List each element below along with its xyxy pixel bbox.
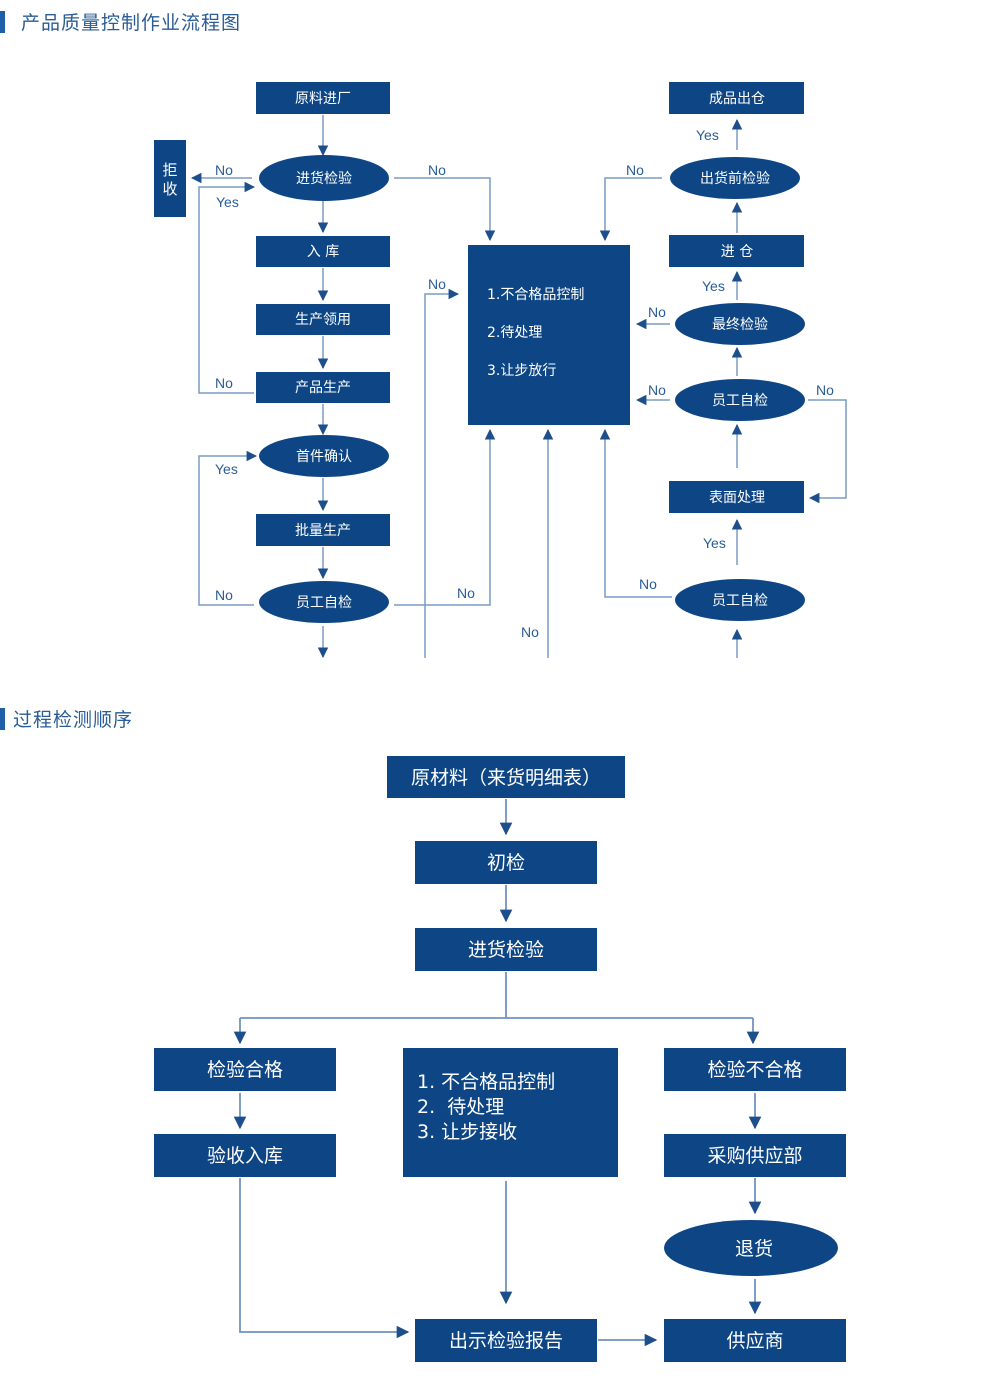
node2-raw-material: 原材料（来货明细表） (387, 756, 625, 798)
arrow-bottom-to-nc-left (424, 288, 460, 658)
node2-nc-line-3: 3. 让步接收 (417, 1121, 517, 1143)
node2-show-report-label: 出示检验报告 (449, 1330, 563, 1352)
node-self-check-left: 员工自检 (259, 581, 389, 623)
node-production-pick-label: 生产领用 (295, 312, 351, 328)
node-into-warehouse: 进 仓 (669, 235, 804, 267)
section-title-process-inspection: 过程检测顺序 (0, 705, 133, 732)
label-no-selfcheck-rt-left: No (648, 382, 666, 398)
label-no-incoming-right: No (428, 162, 446, 178)
diagram-quality-control: 原料进厂 进货检验 拒 收 入 库 生产领用 产品生产 首件确认 (154, 82, 847, 659)
label-no-selfcheck-left: No (215, 587, 233, 603)
node-surface-treatment: 表面处理 (669, 481, 804, 513)
node-product-production: 产品生产 (256, 372, 390, 403)
label-no-bottom-center: No (521, 624, 539, 640)
node-into-warehouse-label: 进 仓 (721, 244, 753, 260)
node2-nc-line-1: 1. 不合格品控制 (417, 1071, 555, 1093)
node-batch-production-label: 批量生产 (295, 523, 351, 539)
node2-initial-check-label: 初检 (487, 852, 525, 874)
node2-return-goods: 退货 (664, 1220, 838, 1276)
node2-supplier-label: 供应商 (726, 1330, 783, 1352)
label-no-into-nc-left: No (428, 276, 446, 292)
node2-purchasing-label: 采购供应部 (707, 1145, 802, 1167)
node-reject: 拒 收 (154, 140, 186, 217)
label-yes-preship: Yes (696, 127, 719, 143)
label-no-final: No (648, 304, 666, 320)
label-no-product: No (215, 375, 233, 391)
diagram-process-inspection: 原材料（来货明细表） 初检 进货检验 检验合格 验收入库 1. 不合格品控制 2… (154, 756, 846, 1362)
node-final-inspect: 最终检验 (675, 303, 805, 345)
node-self-check-right-top-label: 员工自检 (712, 393, 768, 409)
node-first-confirm: 首件确认 (259, 435, 389, 477)
node2-fail: 检验不合格 (664, 1048, 846, 1091)
node2-supplier: 供应商 (664, 1319, 846, 1362)
node2-pass: 检验合格 (154, 1048, 336, 1091)
title-accent-bar (0, 10, 5, 33)
arrow-rb-selfcheck-to-nc (599, 428, 672, 598)
arrow-preship-to-nc (599, 177, 662, 242)
node-pre-ship-inspect: 出货前检验 (670, 157, 800, 199)
node2-accept-store: 验收入库 (154, 1134, 336, 1177)
node-reject-label-1: 拒 (162, 161, 177, 179)
node-raw-in: 原料进厂 (256, 82, 390, 114)
loop-rt-selfcheck-to-surface (808, 399, 847, 504)
node2-accept-store-label: 验收入库 (207, 1145, 283, 1167)
loop-production-to-inspect (198, 181, 256, 394)
node-warehouse-in-label: 入 库 (307, 244, 339, 260)
label-yes-final: Yes (702, 278, 725, 294)
nc-line-2: 2.待处理 (487, 325, 542, 341)
node-first-confirm-label: 首件确认 (296, 449, 352, 465)
node-production-pick: 生产领用 (256, 304, 390, 335)
arrow-inspect-to-nc (394, 177, 496, 242)
node-incoming-inspect-label: 进货检验 (296, 170, 352, 187)
label-no-selfcheck-rb: No (639, 576, 657, 592)
arrow-selfcheck-to-nc (394, 428, 496, 606)
node-nonconforming-control: 1.不合格品控制 2.待处理 3.让步放行 (468, 245, 630, 425)
label-no-preship: No (626, 162, 644, 178)
node-self-check-left-label: 员工自检 (296, 595, 352, 611)
node-product-production-label: 产品生产 (295, 380, 351, 396)
node-batch-production: 批量生产 (256, 514, 390, 546)
nc-line-1: 1.不合格品控制 (487, 287, 584, 303)
node-self-check-right-bottom: 员工自检 (675, 579, 805, 621)
node2-fail-label: 检验不合格 (707, 1059, 802, 1081)
label-no-selfcheck-rt-right: No (816, 382, 834, 398)
node-reject-label-2: 收 (162, 180, 177, 198)
label-yes-surface: Yes (703, 535, 726, 551)
node2-nonconforming: 1. 不合格品控制 2. 待处理 3. 让步接收 (403, 1048, 618, 1177)
node-raw-in-label: 原料进厂 (295, 91, 351, 107)
connectors (190, 115, 847, 659)
section-title-text: 产品质量控制作业流程图 (21, 12, 242, 34)
node2-initial-check: 初检 (415, 841, 597, 884)
node-warehouse-in: 入 库 (256, 236, 390, 267)
node2-purchasing: 采购供应部 (664, 1134, 846, 1177)
nc-line-3: 3.让步放行 (487, 363, 556, 379)
node-finished-out: 成品出仓 (669, 82, 804, 114)
section-title-quality-control: 产品质量控制作业流程图 (0, 8, 241, 35)
node-self-check-right-bottom-label: 员工自检 (712, 593, 768, 609)
node-finished-out-label: 成品出仓 (709, 91, 765, 107)
label-yes-reject: Yes (216, 194, 239, 210)
node2-incoming-inspect: 进货检验 (415, 928, 597, 971)
node2-nc-line-2: 2. 待处理 (417, 1096, 504, 1118)
loop-selfcheck-to-first (198, 450, 258, 606)
label-no-selfcheck-to-nc: No (457, 585, 475, 601)
node-self-check-right-top: 员工自检 (675, 379, 805, 421)
arrow-accept-to-report (239, 1178, 410, 1339)
node2-pass-label: 检验合格 (207, 1059, 283, 1081)
section-title-text: 过程检测顺序 (13, 709, 134, 731)
node2-return-goods-label: 退货 (735, 1238, 773, 1260)
node-pre-ship-inspect-label: 出货前检验 (700, 170, 770, 187)
node-incoming-inspect: 进货检验 (259, 155, 389, 201)
node-surface-treatment-label: 表面处理 (709, 490, 765, 506)
node2-raw-material-label: 原材料（来货明细表） (411, 767, 601, 789)
label-no-reject: No (215, 162, 233, 178)
title-accent-bar (0, 707, 5, 730)
node-final-inspect-label: 最终检验 (712, 317, 768, 333)
label-yes-first: Yes (215, 461, 238, 477)
connectors-2 (233, 799, 762, 1347)
node2-incoming-inspect-label: 进货检验 (468, 939, 544, 961)
node2-show-report: 出示检验报告 (415, 1319, 597, 1362)
edge-labels: No Yes No No Yes No No No No No Yes Yes … (215, 127, 834, 640)
